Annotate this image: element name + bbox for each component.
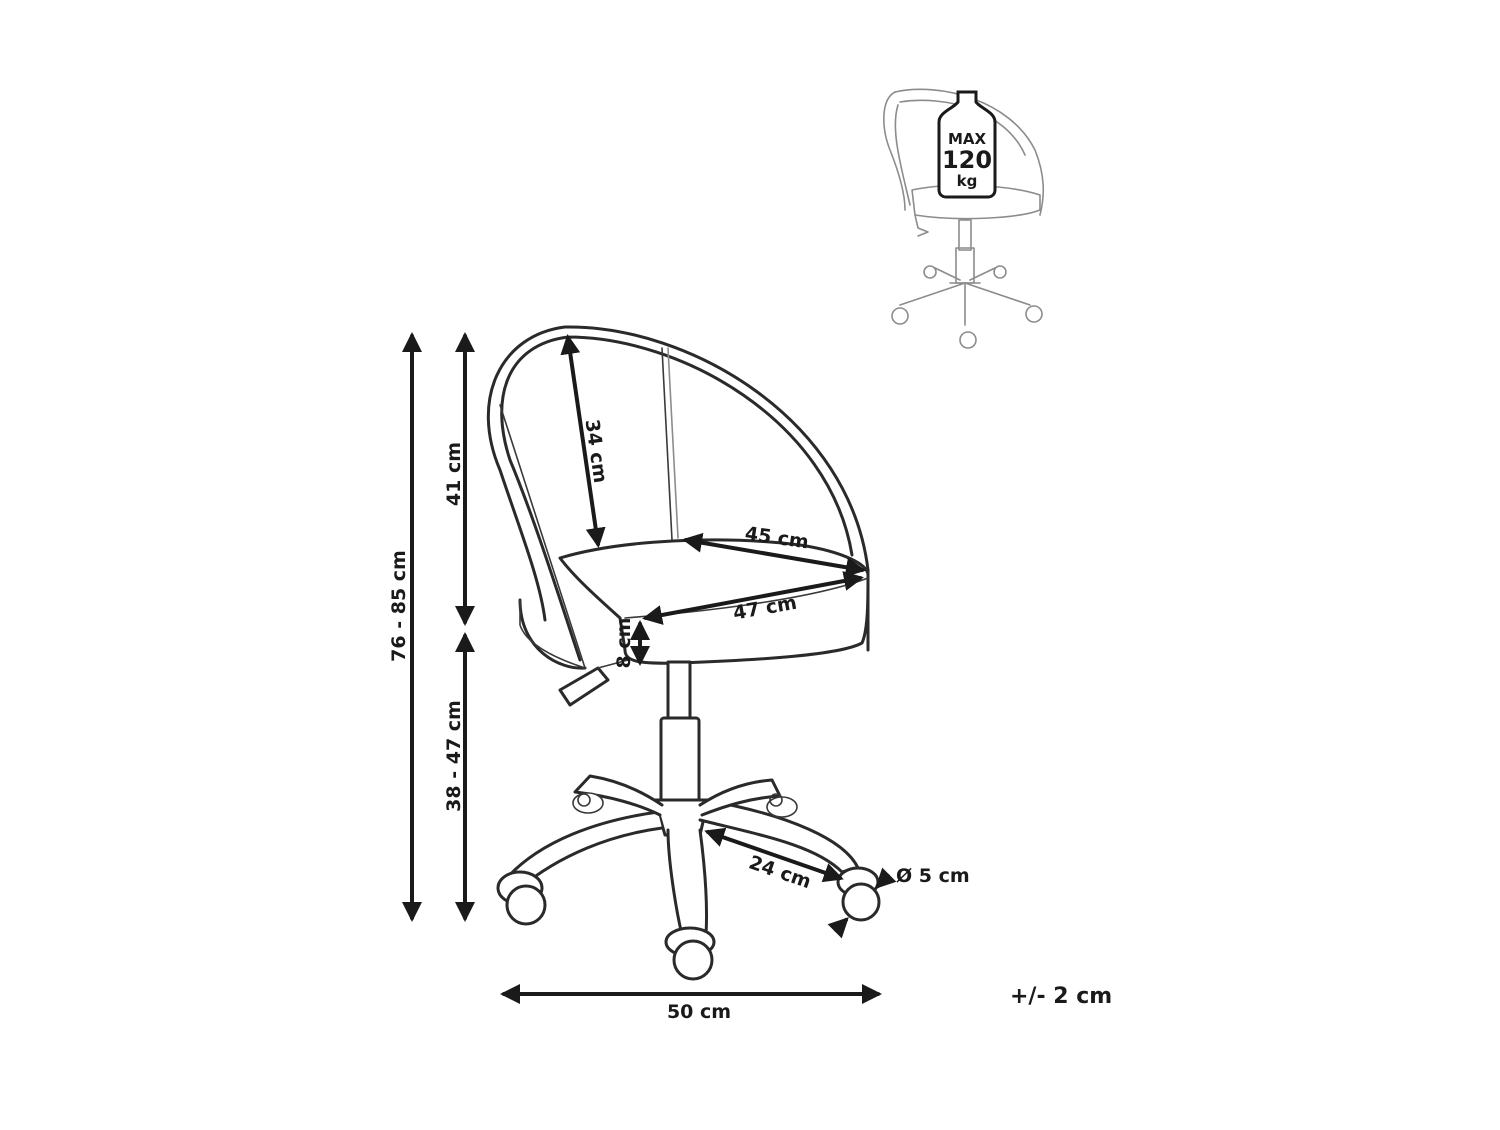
weight-badge-icon — [937, 90, 997, 199]
badge-unit-label: kg — [957, 172, 978, 190]
backrest-inner-rim — [500, 335, 854, 662]
height-lever — [558, 666, 610, 707]
label-backrest-depth: 34 cm — [581, 418, 612, 485]
base-leg-front — [666, 828, 709, 937]
dimension-lines — [402, 332, 897, 1004]
caster-arrow-bottom — [827, 917, 849, 939]
backrest-seam — [661, 347, 673, 541]
gas-spring-lower — [659, 716, 701, 805]
caster-right — [841, 882, 881, 922]
casters — [496, 792, 881, 981]
label-total-height: 76 - 85 cm — [388, 550, 410, 662]
base-leg-back-left — [573, 774, 664, 817]
gas-spring-upper — [666, 660, 692, 722]
label-backrest-height: 41 cm — [443, 442, 465, 506]
badge-weight-value: 120 — [942, 146, 992, 174]
caster-front — [672, 939, 714, 981]
chair-drawing — [486, 325, 881, 981]
backrest-shell — [486, 325, 870, 670]
caster-arrow-top — [875, 867, 897, 889]
label-seat-height: 38 - 47 cm — [443, 700, 465, 812]
seat-back-width-arrow — [682, 532, 866, 578]
load-capacity-thumbnail: MAX 120 kg — [883, 88, 1045, 349]
leg-length-arrow — [704, 827, 844, 883]
label-caster-diameter: Ø 5 cm — [896, 865, 970, 887]
caster-back-left — [572, 792, 604, 814]
label-seat-thickness: 8 cm — [613, 618, 635, 669]
label-base-width: 50 cm — [667, 1001, 731, 1023]
backrest-back-panel — [499, 404, 586, 669]
thumbnail-chair — [883, 88, 1045, 349]
star-base — [503, 774, 860, 937]
tolerance-note: +/- 2 cm — [1010, 984, 1112, 1009]
backrest-depth-arrow — [560, 334, 606, 548]
badge-max-label: MAX — [948, 130, 987, 148]
caster-left — [505, 884, 547, 926]
dimension-labels: 76 - 85 cm 41 cm 38 - 47 cm 34 cm 45 cm … — [388, 418, 1112, 1023]
seat-cushion — [558, 538, 870, 665]
seat-front-width-arrow — [642, 571, 864, 625]
